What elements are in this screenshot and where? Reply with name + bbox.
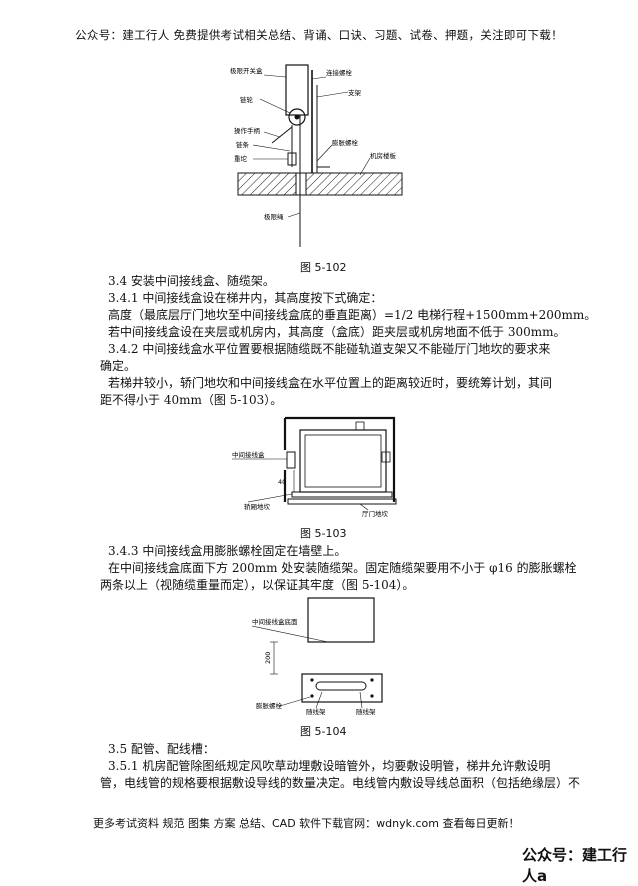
figure-5-102: 极限开关盒 连接螺栓 支架 链轮 操作手柄 链条 重坨 膨胀螺栓 机房楼板 极限…: [230, 64, 403, 247]
label: 轿厢地坎: [244, 502, 271, 511]
figure-caption: 图 5-104: [300, 725, 347, 738]
text-line: 两条以上（视随缆重量而定），以保证其牢度（图 5-104）。: [100, 578, 415, 592]
body-text-3: 3.5 配管、配线槽： 3.5.1 机房配管除图纸规定风吹草动埋敷设暗管外，均要…: [100, 741, 580, 792]
label: 膨胀螺栓: [332, 138, 359, 147]
label: 极限开关盒: [230, 66, 263, 75]
sprocket: [288, 108, 306, 126]
label: 随线架: [306, 707, 326, 716]
text-line: 在中间接线盒底面下方 200mm 处安装随缆架。固定随缆架要用不小于 φ16 的…: [108, 561, 577, 575]
label: 操作手柄: [234, 126, 261, 135]
figure-caption: 图 5-103: [300, 527, 347, 540]
cable-rack-plate: [301, 673, 383, 703]
text-line: 管，电线管的规格要根据敷设导线的数量决定。电线管内敷设导线总面积（包括绝缘层）不: [100, 776, 581, 790]
text-line: 高度（最底层厅门地坎至中间接线盒底的垂直距离）=1/2 电梯行程+1500mm+…: [108, 308, 597, 322]
body-text-1: 3.4 安装中间接线盒、随缆架。 3.4.1 中间接线盒设在梯井内，其高度按下式…: [100, 273, 597, 409]
junction-box: [286, 451, 296, 469]
figure-caption: 图 5-102: [300, 261, 347, 274]
label: 机房楼板: [370, 151, 397, 160]
page-footer: 更多考试资料 规范 图集 方案 总结、CAD 软件下载官网：wdnyk.com …: [93, 817, 520, 830]
label: 随线架: [356, 707, 376, 716]
label: 膨胀螺栓: [256, 701, 283, 710]
shaft-wall: [283, 416, 396, 502]
text-line: 若梯井较小，轿门地坎和中间接线盒在水平位置上的距离较近时，要统筹计划，其间: [108, 376, 553, 390]
switch-box: [285, 64, 309, 116]
body-text-2: 3.4.3 中间接线盒用膨胀螺栓固定在墙壁上。 在中间接线盒底面下方 200mm…: [100, 543, 577, 594]
dimension-label: 200: [264, 652, 272, 664]
dimension-label: 40: [278, 478, 286, 486]
junction-box: [307, 597, 375, 643]
text-line: 3.5.1 机房配管除图纸规定风吹草动埋敷设暗管外，均要敷设明管，梯井允许敷设明: [108, 759, 551, 773]
car: [299, 429, 387, 493]
floor-slab: [237, 172, 403, 196]
watermark: 公众号：建工行人a: [522, 846, 628, 885]
label: 重坨: [234, 154, 248, 163]
text-line: 距不得小于 40mm（图 5-103）。: [100, 393, 283, 407]
text-line: 3.5 配管、配线槽：: [108, 742, 215, 756]
label: 厅门地坎: [362, 509, 389, 518]
label: 支架: [348, 88, 362, 97]
label: 链条: [236, 140, 250, 149]
label: 极限绳: [264, 212, 284, 221]
text-line: 确定。: [100, 359, 137, 373]
text-line: 若中间接线盒设在夹层或机房内，其高度（盒底）距夹层或机房地面不低于 300mm。: [108, 325, 566, 339]
figure-5-103: 中间接线盒 40 轿厢地坎 厅门地坎: [232, 416, 397, 518]
label: 中间接线盒: [232, 450, 265, 459]
landing-sill: [287, 498, 397, 505]
cable-rack-tube: [315, 681, 367, 691]
page-header: 公众号：建工行人 免费提供考试相关总结、背诵、口诀、习题、试卷、押题，关注即可下…: [75, 28, 563, 42]
text-line: 3.4.1 中间接线盒设在梯井内，其高度按下式确定：: [108, 291, 383, 305]
figure-5-104: 中间接线盒底面 200 膨胀螺栓 随线架 随线架: [251, 597, 383, 716]
text-line: 3.4 安装中间接线盒、随缆架。: [108, 274, 275, 288]
text-line: 3.4.3 中间接线盒用膨胀螺栓固定在墙壁上。: [108, 544, 347, 558]
car-sill: [291, 491, 393, 498]
text-line: 3.4.2 中间接线盒水平位置要根据随缆既不能碰轨道支架又不能碰厅门地坎的要求来: [108, 342, 551, 356]
label: 中间接线盒底面: [252, 617, 298, 626]
label: 链轮: [240, 95, 254, 104]
label: 连接螺栓: [326, 68, 353, 77]
